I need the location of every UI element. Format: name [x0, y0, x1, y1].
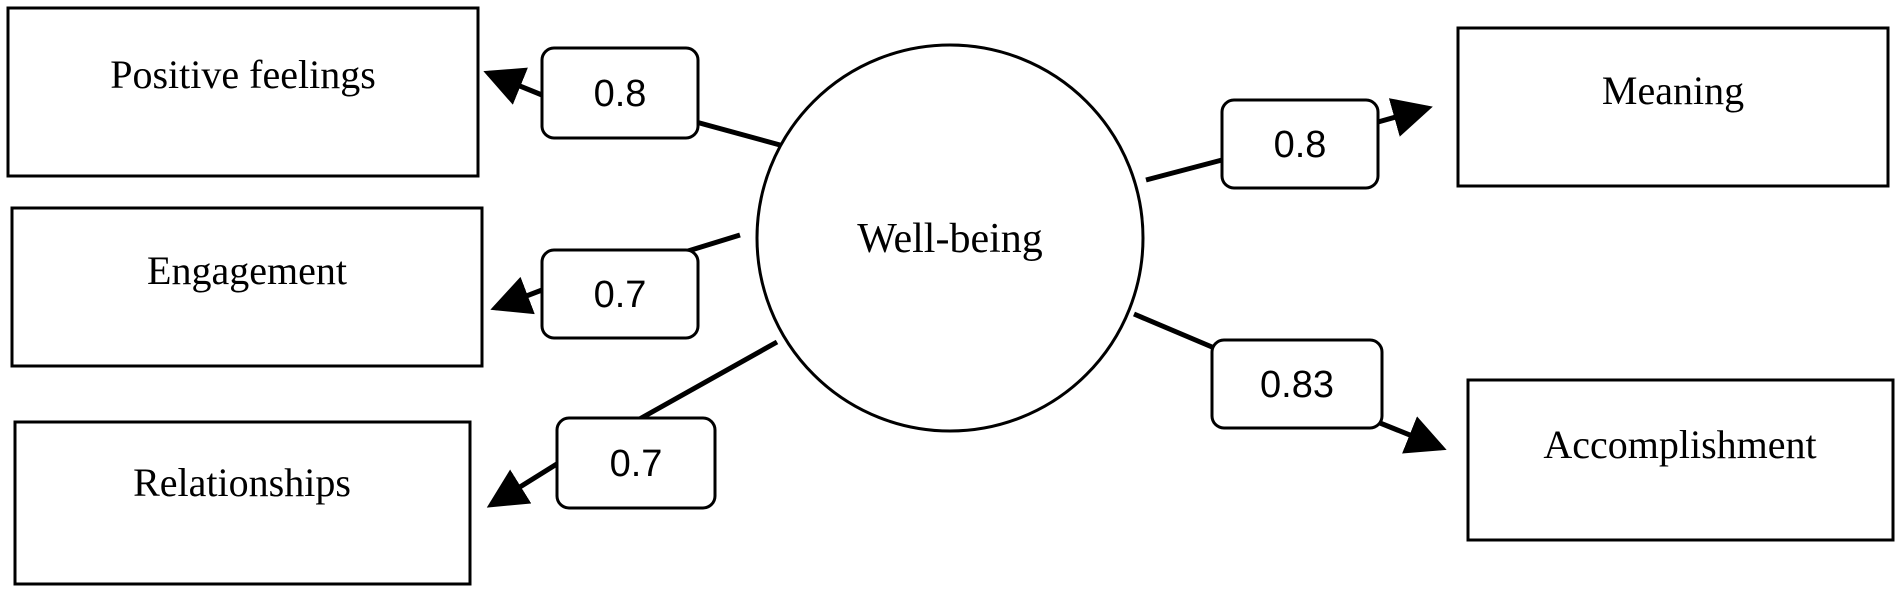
edge-meaning — [1145, 98, 1433, 183]
loading-badge-positive-feelings: 0.8 — [540, 46, 700, 140]
loading-value: 0.7 — [594, 274, 647, 316]
factor-label: Accomplishment — [1543, 422, 1816, 467]
loading-badge-engagement: 0.7 — [540, 248, 700, 340]
loading-badge-accomplishment: 0.83 — [1210, 338, 1384, 430]
factor-label: Engagement — [147, 248, 347, 293]
factor-box-relationships: Relationships — [13, 420, 472, 586]
loading-value: 0.83 — [1260, 364, 1334, 406]
center-node: Well-being — [755, 43, 1145, 433]
factor-box-positive-feelings: Positive feelings — [6, 6, 480, 178]
factor-label: Positive feelings — [110, 52, 376, 97]
factor-label: Meaning — [1602, 68, 1744, 113]
edge-engagement — [490, 232, 741, 315]
factor-box-engagement: Engagement — [10, 206, 484, 368]
loading-badge-relationships: 0.7 — [555, 416, 717, 510]
factor-box-accomplishment: Accomplishment — [1466, 378, 1895, 542]
factor-box-meaning: Meaning — [1456, 26, 1890, 188]
loading-value: 0.7 — [610, 443, 663, 485]
center-label: Well-being — [857, 216, 1043, 262]
loading-value: 0.8 — [1274, 124, 1327, 166]
factor-label: Relationships — [133, 460, 351, 505]
edge-positive-feelings — [483, 67, 781, 148]
loading-value: 0.8 — [594, 73, 647, 115]
loading-badge-meaning: 0.8 — [1220, 98, 1380, 190]
edge-accomplishment — [1133, 311, 1447, 454]
